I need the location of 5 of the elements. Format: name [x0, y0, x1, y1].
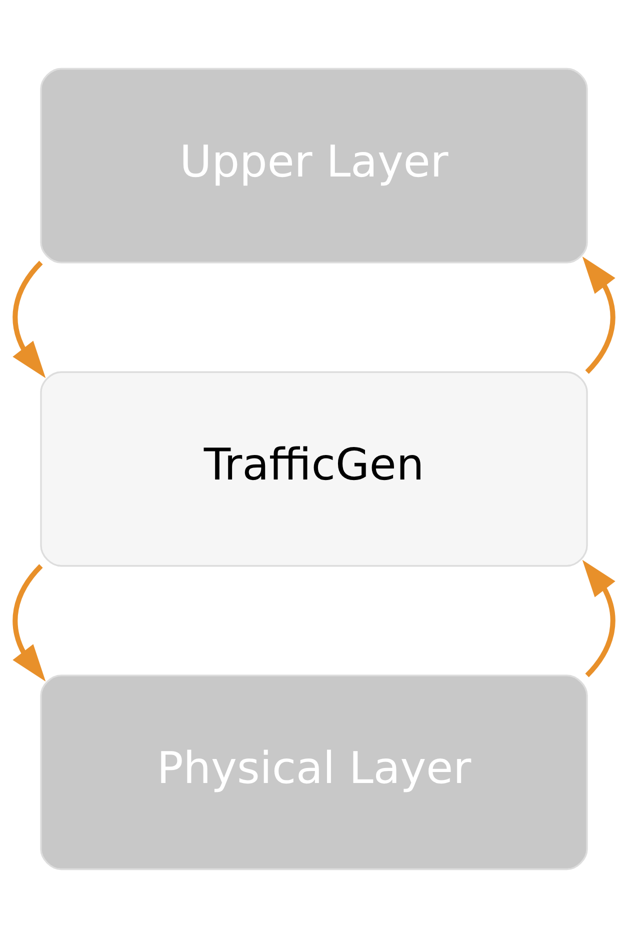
arrow: [582, 559, 616, 677]
arrow: [12, 260, 46, 378]
arrow: [582, 256, 616, 374]
arrow: [12, 564, 46, 681]
node-box: TrafficGen: [40, 370, 588, 566]
